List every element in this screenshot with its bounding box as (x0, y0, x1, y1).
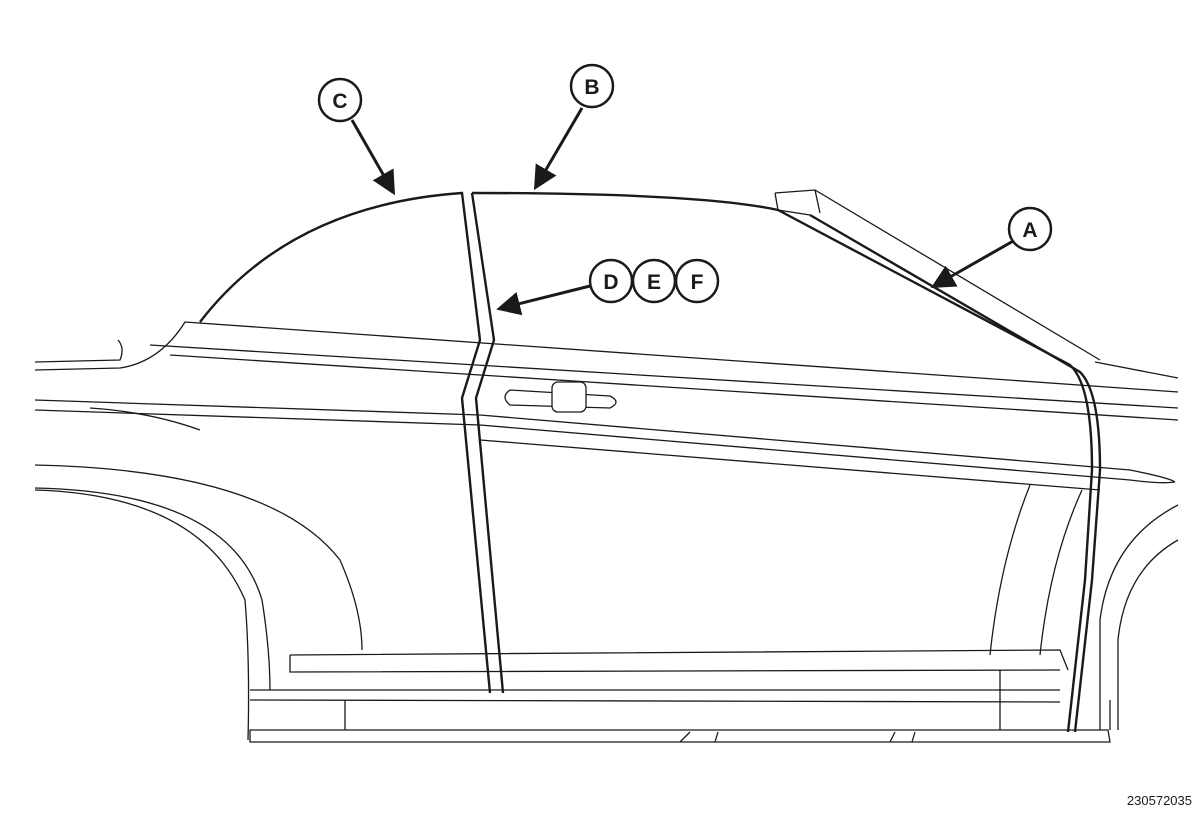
weatherstrip-seals (199, 191, 1102, 733)
callout-arrows (350, 107, 1016, 316)
b-pillar-seal (470, 192, 505, 694)
svg-text:D: D (603, 271, 618, 294)
svg-text:C: C (332, 90, 347, 113)
callout-arrow-def (496, 284, 591, 316)
callout-arrow-c (350, 119, 395, 196)
callout-b: B (569, 63, 615, 109)
figure-id: 230572035 (1126, 793, 1192, 808)
vehicle-body-outline (34, 189, 1179, 743)
a-pillar-seal (809, 213, 1102, 733)
callout-d: D (588, 258, 634, 304)
callout-arrow-b (533, 107, 584, 191)
callout-e: E (631, 258, 677, 304)
svg-text:F: F (691, 271, 704, 294)
callout-a: A (1007, 206, 1053, 252)
svg-text:B: B (584, 76, 599, 99)
svg-text:E: E (647, 271, 661, 294)
callout-arrow-a (930, 238, 1016, 288)
callout-f: F (674, 258, 720, 304)
callout-c: C (317, 77, 363, 123)
door-handle (504, 381, 617, 413)
svg-text:A: A (1022, 219, 1037, 242)
roof-rail-seal (471, 191, 1094, 733)
quarter-glass-seal (199, 191, 492, 694)
